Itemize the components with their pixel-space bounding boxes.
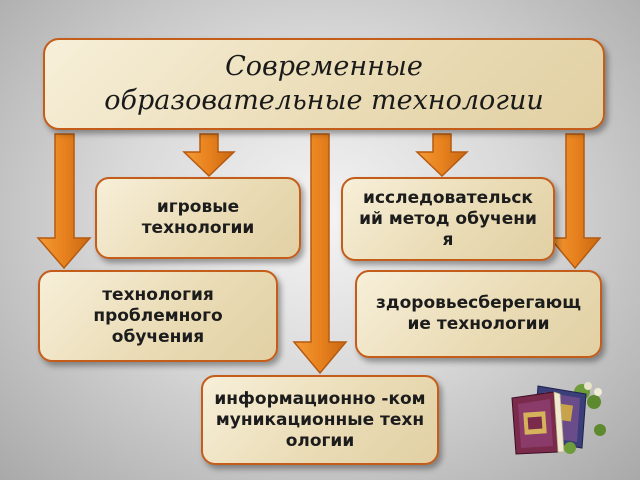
books-icon bbox=[511, 382, 606, 455]
arrow-left bbox=[36, 133, 92, 270]
node-health-label: здоровьесберегающие технологии bbox=[375, 293, 582, 334]
node-problem-label: технология проблемного обучения bbox=[93, 284, 223, 347]
node-research-method: исследовательский метод обучения bbox=[341, 177, 555, 261]
node-game-technologies: игровые технологии bbox=[95, 177, 301, 259]
arrow-right bbox=[548, 133, 602, 270]
node-health-saving: здоровьесберегающие технологии bbox=[355, 270, 602, 358]
node-problem-learning: технология проблемного обучения bbox=[38, 270, 278, 362]
diagram-title: Современные образовательные технологии bbox=[104, 51, 544, 116]
node-game-label: игровые технологии bbox=[141, 197, 255, 238]
node-ict: информационно -коммуникационные технолог… bbox=[201, 375, 439, 465]
title-box: Современные образовательные технологии bbox=[43, 38, 605, 130]
arrow-research bbox=[415, 133, 469, 178]
node-ict-label: информационно -коммуникационные технолог… bbox=[214, 388, 426, 451]
node-research-label: исследовательский метод обучения bbox=[359, 187, 537, 250]
arrow-game bbox=[182, 133, 236, 178]
arrow-center bbox=[292, 133, 348, 375]
